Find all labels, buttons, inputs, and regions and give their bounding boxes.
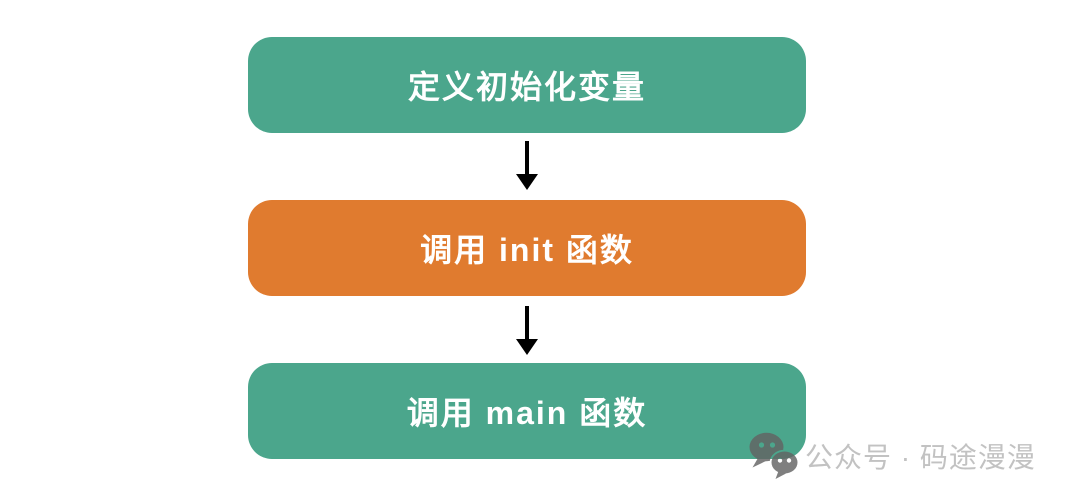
- wechat-icon: [749, 432, 798, 479]
- node-label: 调用 init 函数: [420, 232, 634, 268]
- node-call-main-function: 调用 main 函数: [248, 363, 806, 459]
- node-label: 调用 main 函数: [406, 395, 648, 431]
- wechat-small-bubble: [771, 451, 798, 479]
- node-define-init-variables: 定义初始化变量: [248, 37, 806, 133]
- node-call-init-function: 调用 init 函数: [248, 200, 806, 296]
- arrow-head: [516, 339, 538, 355]
- arrow-shaft: [525, 141, 529, 174]
- node-label: 定义初始化变量: [407, 69, 646, 105]
- watermark-label: 公众号 · 码途漫漫: [805, 442, 1036, 473]
- arrow-shaft: [525, 306, 529, 339]
- wechat-big-bubble: [749, 432, 784, 468]
- arrow-head: [516, 174, 538, 190]
- down-arrow-icon: [516, 306, 538, 355]
- down-arrow-icon: [516, 141, 538, 190]
- watermark: 公众号 · 码途漫漫: [746, 430, 1036, 482]
